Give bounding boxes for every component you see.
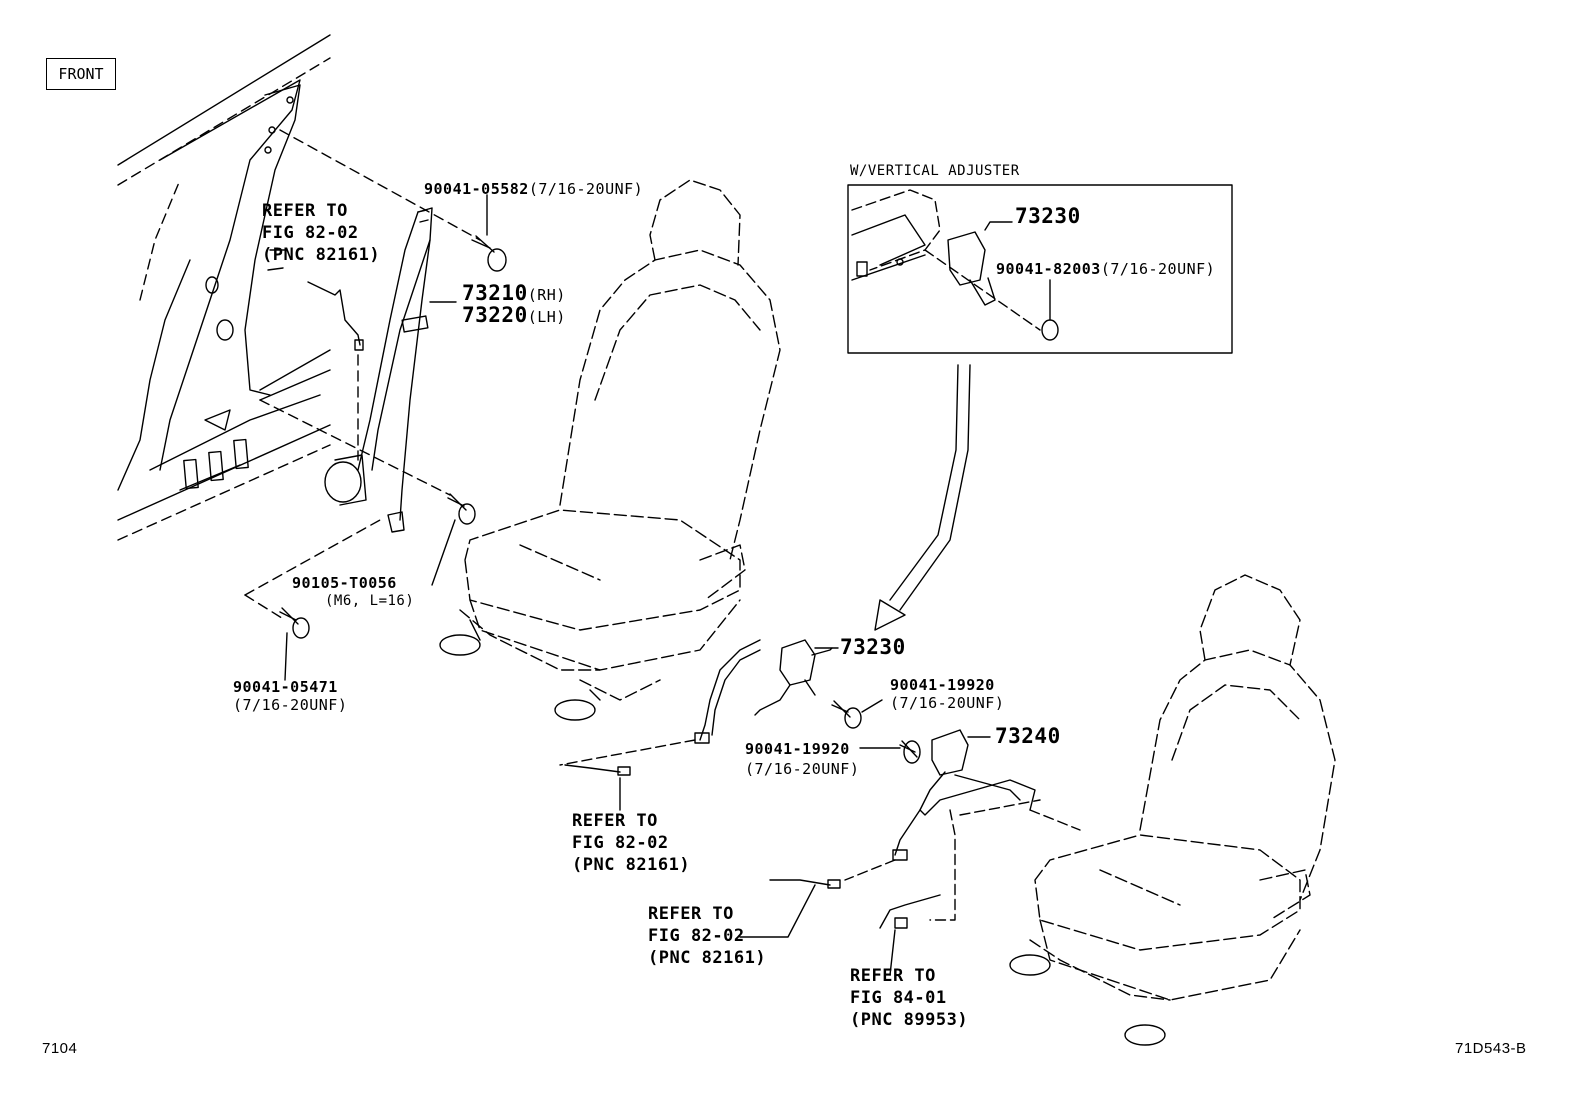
rear-seat: [1029, 574, 1336, 1001]
refer-low-line2: FIG 82-02: [648, 926, 745, 946]
refer-84-line2: FIG 84-01: [850, 988, 947, 1008]
pillar-wire: [307, 281, 361, 346]
buckle-73240: [844, 729, 1081, 881]
belt-lh-tag: (LH): [527, 308, 566, 326]
belt-rh-tag: (RH): [527, 286, 566, 304]
footer-right: 71D543-B: [1455, 1040, 1527, 1057]
wire-84: [879, 809, 956, 929]
refer-pillar-line3: (PNC 82161): [262, 245, 381, 265]
inset-part-nut: 90041-82003(7/16-20UNF): [996, 258, 1215, 280]
refer-mid-line3: (PNC 82161): [572, 855, 691, 875]
bolt-top-label: 90041-05582(7/16-20UNF): [424, 178, 643, 200]
inset-nut-number: 90041-82003: [996, 260, 1101, 278]
bolt-buckle-a-number: 90041-19920: [890, 676, 995, 694]
bolt-90041-05582-icon: [471, 235, 507, 272]
bolt-anchor-spec: (7/16-20UNF): [233, 696, 348, 714]
inset-nut-spec: (7/16-20UNF): [1100, 260, 1216, 278]
bolt-anchor-number: 90041-05471: [233, 678, 338, 696]
footer-left: 7104: [42, 1040, 78, 1057]
inset-title: W/VERTICAL ADJUSTER: [850, 163, 1020, 179]
bolt-90041-19920-b-icon: [899, 740, 921, 764]
seat-belt-assembly: [324, 207, 433, 533]
buckle-rear-number: 73240: [995, 724, 1061, 748]
bolt-top-spec: (7/16-20UNF): [528, 180, 644, 198]
front-label: FRONT: [46, 58, 116, 90]
refer-84-line3: (PNC 89953): [850, 1010, 969, 1030]
leader-lower: [244, 519, 381, 596]
refer-pillar-line2: FIG 82-02: [262, 223, 359, 243]
belt-lh-number: 73220: [462, 303, 528, 327]
bolt-buckle-a-spec: (7/16-20UNF): [890, 694, 1005, 712]
label-leaders: [284, 194, 991, 976]
inset-part-buckle: 73230: [1015, 204, 1081, 228]
refer-low-line3: (PNC 82161): [648, 948, 767, 968]
bolt-buckle-b-number: 90041-19920: [745, 740, 850, 758]
wire-low: [769, 879, 841, 889]
refer-84-line1: REFER TO: [850, 966, 936, 986]
inset-box: [847, 184, 1233, 354]
bolt-top-number: 90041-05582: [424, 180, 529, 198]
refer-pillar-line1: REFER TO: [262, 201, 348, 221]
bolt-buckle-b-spec: (7/16-20UNF): [745, 760, 860, 778]
body-pillar: [117, 34, 331, 541]
bolt-lower-number: 90105-T0056: [292, 574, 397, 592]
bolt-lower-spec: (M6, L=16): [325, 593, 415, 609]
rear-seat-feet: [1009, 954, 1166, 1046]
refer-mid-line2: FIG 82-02: [572, 833, 669, 853]
bolt-90105-t0056-icon: [447, 493, 476, 525]
leader-mid: [259, 399, 451, 496]
belt-rh-label: 73210(RH): [462, 282, 566, 306]
leader-anchor: [244, 594, 286, 621]
bolt-90041-19920-a-icon: [831, 700, 862, 729]
front-seat-feet: [439, 619, 601, 721]
refer-mid-line1: REFER TO: [572, 811, 658, 831]
bolt-90041-05471-icon: [279, 607, 310, 639]
buckle-main-number: 73230: [840, 635, 906, 659]
inset-arrow: [874, 364, 971, 631]
front-seat: [459, 179, 781, 701]
belt-lh-label: 73220(LH): [462, 304, 566, 328]
leader-top: [279, 129, 481, 241]
wire-mid: [564, 764, 631, 776]
belt-rh-number: 73210: [462, 281, 528, 305]
refer-low-line1: REFER TO: [648, 904, 734, 924]
